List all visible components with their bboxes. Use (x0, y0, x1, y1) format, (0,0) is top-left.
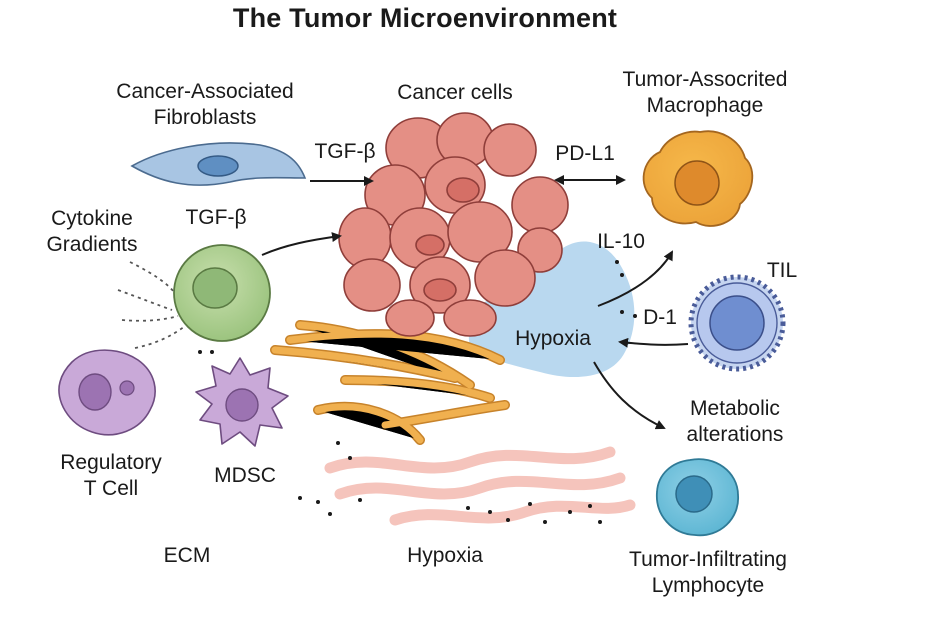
arrow-hypoxia-to-lymphocyte (593, 361, 666, 430)
macrophage-cell (642, 130, 754, 227)
label-regulatory-t-cell: Regulatory T Cell (60, 451, 162, 500)
label-cancer-cells: Cancer cells (397, 81, 513, 104)
scattered-dots (198, 260, 637, 524)
fibroblast-cell (130, 142, 307, 186)
diagram-title: The Tumor Microenvironment (232, 3, 618, 33)
label-mdsc: MDSC (214, 464, 276, 487)
arrow-green-cell-to-cancer (261, 232, 342, 256)
label-tgf-beta-top: TGF-β (314, 140, 376, 163)
label-ecm: ECM (163, 544, 211, 567)
cancer-cell-cluster (338, 112, 569, 337)
regulatory-t-cell (58, 349, 156, 436)
ecm-collagen-fibers (270, 320, 510, 445)
cytokine-gradient-arcs (117, 261, 186, 349)
label-tgf-beta-left: TGF-β (185, 206, 247, 229)
label-cancer-associated-fibroblasts: Cancer-Associated Fibroblasts (116, 80, 294, 129)
label-hypoxia-bottom: Hypoxia (407, 544, 483, 567)
label-hypoxia-center: Hypoxia (515, 327, 591, 350)
arrow-til-to-hypoxia (618, 337, 689, 348)
mdsc-cell (195, 357, 289, 447)
label-il-10: IL-10 (597, 230, 645, 253)
ecm-pink-fibers (324, 446, 636, 526)
label-tumor-infiltrating-lymphocyte: Tumor-Infiltrating Lymphocyte (629, 548, 787, 597)
tumor-infiltrating-lymphocyte-cell (656, 458, 739, 537)
arrow-hypoxia-to-macrophage (597, 250, 673, 307)
label-cytokine-gradients: Cytokine Gradients (46, 207, 138, 256)
til-cell (688, 274, 786, 372)
hypoxia-region (468, 241, 635, 378)
label-metabolic-alterations: Metabolic alterations (686, 397, 784, 446)
label-pd-l1: PD-L1 (555, 142, 615, 165)
label-d-1: D-1 (643, 306, 677, 329)
green-cell (173, 244, 271, 342)
label-til: TIL (766, 259, 798, 282)
label-tumor-associated-macrophage: Tumor-Assocrited Macrophage (622, 68, 788, 117)
interaction-arrows (261, 175, 689, 430)
